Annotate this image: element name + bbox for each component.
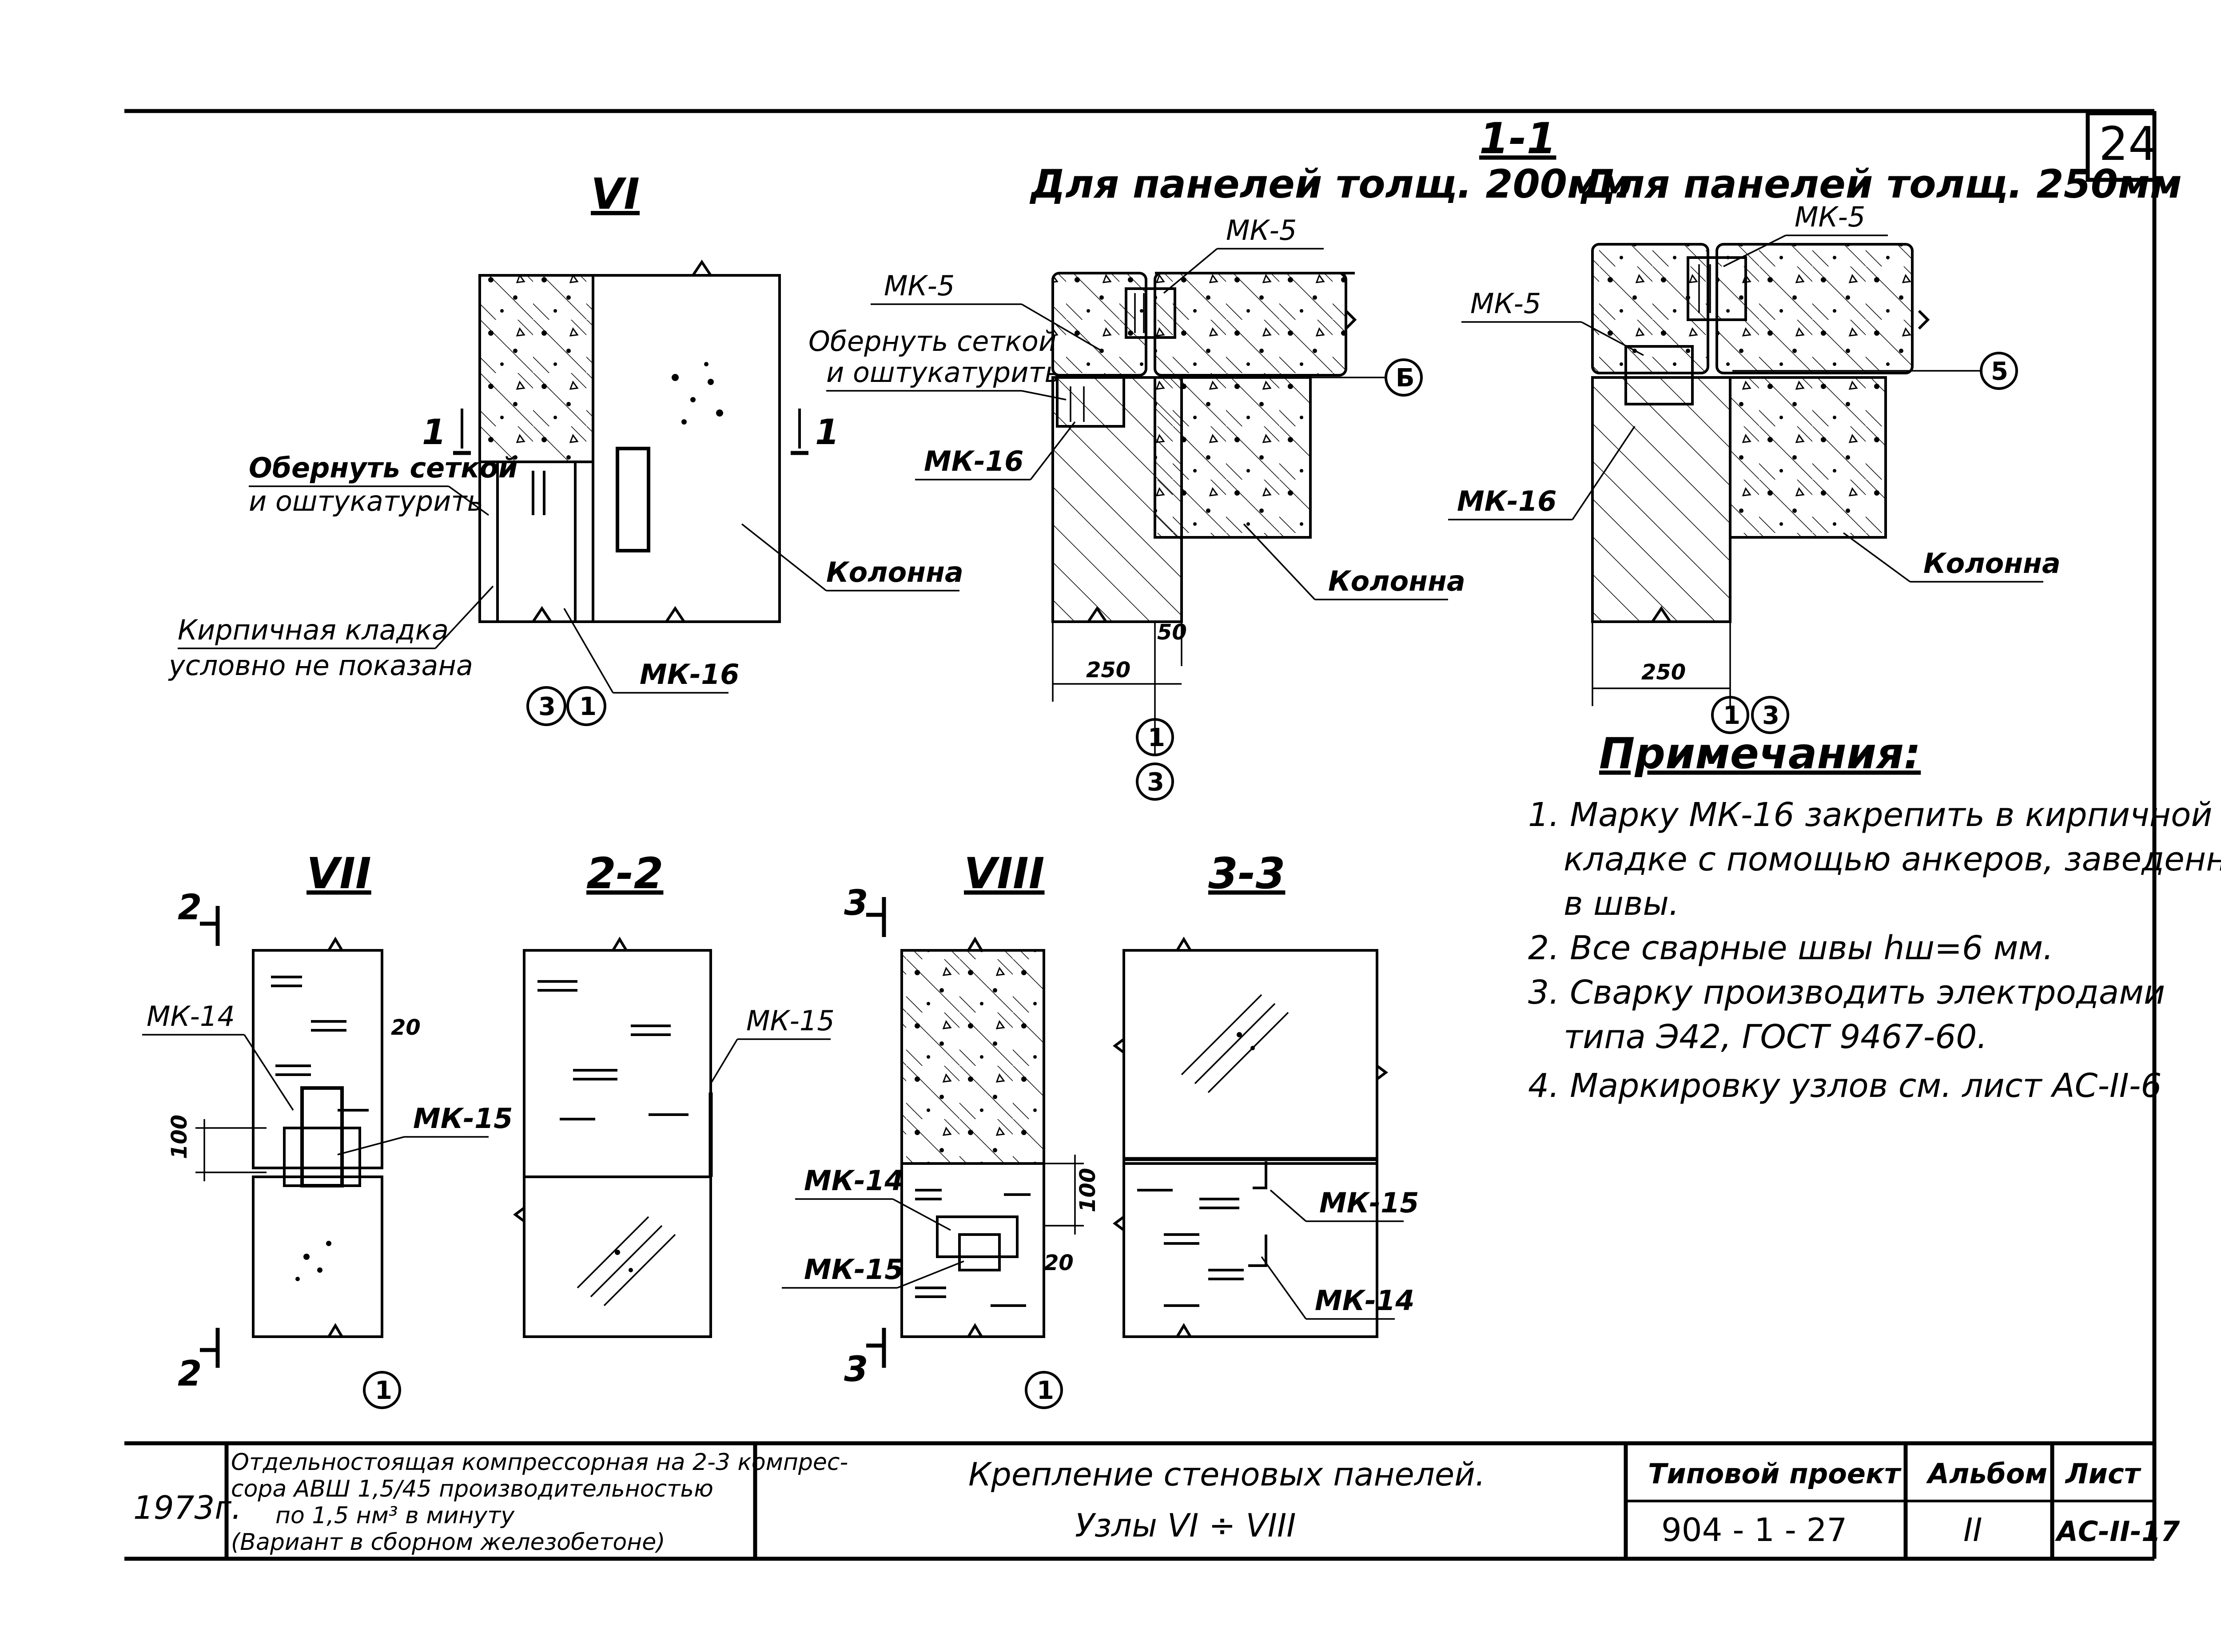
album-label: Альбом [1926, 1457, 2047, 1490]
node-vii-circle: 1 [375, 1376, 392, 1405]
detail-200-wrap-2: и оштукатурить [826, 356, 1061, 389]
detail-200-mk16: МК-16 [924, 445, 1023, 477]
notes-heading: Примечания: [1599, 729, 1921, 778]
node-vii-dim-20: 20 [391, 1015, 421, 1040]
section-2-2-dashes [537, 980, 689, 1120]
node-vi-circle-b: 1 [579, 692, 597, 721]
node-vii-dim-100: 100 [167, 1115, 192, 1159]
detail-200-mk5-left: МК-5 [884, 270, 955, 302]
section-1-1-subtitle-200: Для панелей толщ. 200мм [1029, 161, 1631, 207]
node-viii-circle: 1 [1037, 1376, 1054, 1405]
sheet-frame: 24 [124, 109, 2157, 1561]
node-vi-wrap-note-2: и оштукатурить [249, 485, 483, 517]
node-vii-mk15: МК-15 [413, 1102, 513, 1135]
detail-250-dim-250: 250 [1641, 660, 1686, 685]
detail-250-axis: 5 [1991, 357, 2008, 386]
node-vi-brick-note-2: условно не показана [168, 649, 473, 682]
section-3-3-hatch [1181, 994, 1289, 1093]
detail-250: 5 МК-5 МК-5 МК-16 Колонна 250 1 3 [1448, 201, 2061, 734]
title-block-desc-2: сора АВШ 1,5/45 производительностью [231, 1476, 713, 1502]
typ-project-label: Типовой проект [1648, 1457, 1902, 1490]
section-2-2-hatch [577, 1216, 676, 1307]
node-vi-brick-note-1: Кирпичная кладка [178, 614, 449, 646]
detail-200-circle-3: 3 [1147, 768, 1164, 797]
notes-block: Примечания: 1. Марку МК-16 закрепить в к… [1528, 729, 2221, 1105]
node-vi-panel [478, 274, 594, 463]
section-1-1-subtitle-250: Для панелей толщ. 250мм [1580, 161, 2182, 207]
section-1-1-title: 1-1 [1479, 114, 1556, 163]
section-2-2-mk15: МК-15 [746, 1005, 835, 1037]
section-2-2: 2-2 МК-15 [513, 849, 835, 1338]
section-3-3-mk15: МК-15 [1319, 1187, 1419, 1219]
sheet-label: Лист [2065, 1457, 2141, 1490]
sheet-number: 24 [2099, 117, 2157, 171]
node-vi-mk16-label: МК-16 [640, 658, 739, 691]
note-2: 2. Все сварные швы hш=6 мм. [1528, 929, 2054, 967]
detail-250-circle-3: 3 [1762, 701, 1779, 730]
album-value: II [1963, 1511, 1982, 1549]
section-3-3: 3-3 МК-15 МК-14 [1113, 849, 1419, 1338]
node-vi-title: VI [591, 169, 640, 219]
title-block-desc-3: по 1,5 нм³ в минуту [275, 1502, 515, 1529]
node-vii: VII 2 2 МК-14 МК-15 20 100 [142, 849, 513, 1409]
detail-250-mk16: МК-16 [1457, 485, 1556, 517]
node-viii-dim-100: 100 [1075, 1168, 1100, 1212]
detail-250-mk5-top: МК-5 [1795, 201, 1865, 233]
node-viii-mk15: МК-15 [804, 1253, 904, 1286]
node-vi-cut-left: 1 [422, 413, 446, 453]
node-vi: VI 1 1 Обернуть сеткой и оштукатурить [168, 169, 963, 726]
title-block-desc-4: (Вариант в сборном железобетоне) [231, 1529, 665, 1556]
node-vi-circle-a: 3 [538, 692, 556, 721]
section-3-3-title: 3-3 [1208, 849, 1285, 898]
note-1-line-2: кладке с помощью анкеров, заведенных [1564, 840, 2221, 878]
node-vi-insert [616, 447, 650, 552]
detail-200-dim-50: 50 [1157, 620, 1187, 645]
detail-200-dim-250: 250 [1086, 658, 1130, 683]
node-vii-aggregate [295, 1241, 331, 1281]
drawing-subtitle: Узлы VI ÷ VIII [1075, 1507, 1296, 1544]
section-3-3-mk14: МК-14 [1315, 1284, 1414, 1317]
note-3-line-1: 3. Сварку производить электродами [1528, 973, 2165, 1012]
note-1-line-3: в швы. [1564, 885, 1679, 923]
node-viii-title: VIII [964, 849, 1044, 898]
detail-200-column: Колонна [1328, 565, 1465, 597]
node-vii-title: VII [306, 849, 371, 898]
node-vi-wrap-note-1: Обернуть сеткой [249, 452, 517, 484]
title-block: 1973г. Отдельностоящая компрессорная на … [124, 1441, 2180, 1559]
node-viii-dashes [915, 1189, 1031, 1307]
note-3-line-2: типа Э42, ГОСТ 9467-60. [1564, 1018, 1987, 1056]
detail-250-column: Колонна [1923, 547, 2061, 580]
detail-200-axis: Б [1396, 364, 1415, 393]
node-vii-mk14: МК-14 [147, 1000, 235, 1032]
title-block-year: 1973г. [133, 1489, 242, 1526]
node-vi-column [592, 274, 781, 623]
detail-250-mk5-left: МК-5 [1470, 287, 1541, 320]
node-viii-cut-bottom: 3 [844, 1350, 868, 1390]
title-block-desc-1: Отдельностоящая компрессорная на 2-3 ком… [231, 1449, 848, 1476]
drawing-title: Крепление стеновых панелей. [968, 1456, 1485, 1493]
node-vi-aggregate [672, 362, 723, 425]
node-viii: VIII 3 3 МК-14 МК-15 100 20 1 [782, 849, 1100, 1409]
node-vi-column-label: Колонна [826, 556, 963, 588]
node-vii-cut-bottom: 2 [178, 1354, 202, 1394]
node-viii-cut-top: 3 [844, 883, 868, 923]
node-viii-dim-20: 20 [1044, 1251, 1074, 1275]
detail-200: Б МК-5 МК-5 Обернуть сеткой и оштукатури… [808, 214, 1465, 801]
detail-200-wrap-1: Обернуть сеткой [808, 325, 1056, 357]
node-vi-cut-right: 1 [815, 413, 839, 453]
detail-200-mk5-top: МК-5 [1226, 214, 1297, 246]
note-4: 4. Маркировку узлов см. лист АС-II-6 [1528, 1067, 2162, 1105]
section-3-3-dashes [1137, 1189, 1244, 1307]
note-1-line-1: 1. Марку МК-16 закрепить в кирпичной [1528, 796, 2213, 834]
detail-200-circle-1: 1 [1148, 723, 1165, 752]
node-vii-dashes [271, 976, 369, 1112]
node-viii-mk14: МК-14 [804, 1164, 904, 1197]
typ-project-value: 904 - 1 - 27 [1661, 1511, 1847, 1549]
detail-250-circle-1: 1 [1723, 701, 1740, 730]
sheet-value: АС-II-17 [2054, 1515, 2180, 1548]
section-2-2-title: 2-2 [586, 849, 663, 898]
node-vii-cut-top: 2 [178, 888, 202, 928]
